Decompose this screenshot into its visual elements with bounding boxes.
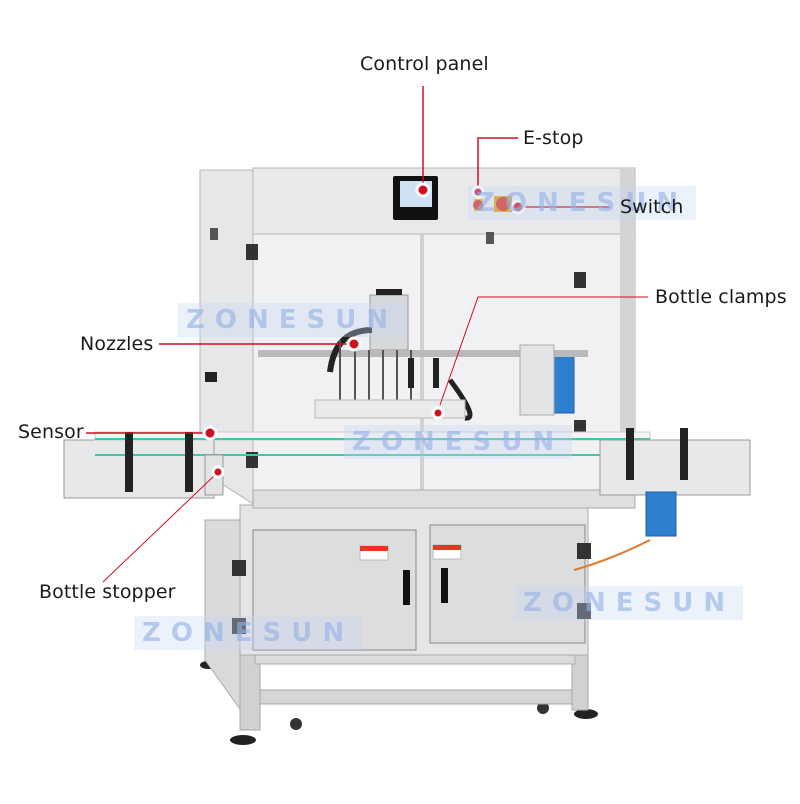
filling-head <box>204 289 588 496</box>
label-nozzles: Nozzles <box>80 333 154 355</box>
e-stop-marker <box>471 185 485 199</box>
sensor-marker <box>202 425 218 441</box>
bottle-stopper-marker <box>211 465 225 479</box>
conveyor <box>63 428 751 499</box>
lower-cabinet <box>232 504 591 656</box>
control-panel-marker <box>415 182 431 198</box>
watermark: ZONESUN <box>515 586 744 620</box>
label-control-panel: Control panel <box>360 53 489 75</box>
watermark: ZONESUN <box>178 303 407 337</box>
upper-enclosure <box>199 167 636 509</box>
watermark: ZONESUN <box>468 186 697 220</box>
label-e-stop: E-stop <box>523 127 584 149</box>
callout-dots <box>202 182 526 479</box>
label-bottle-clamps: Bottle clamps <box>655 286 787 308</box>
watermark: ZONESUN <box>344 425 573 459</box>
label-bottle-stopper: Bottle stopper <box>39 581 176 603</box>
label-sensor: Sensor <box>18 421 84 443</box>
nozzles-marker <box>346 336 362 352</box>
callout-lines <box>86 86 648 583</box>
bottle-clamps-marker <box>431 406 445 420</box>
switch-marker <box>510 199 526 215</box>
label-switch: Switch <box>620 196 684 218</box>
watermark: ZONESUN <box>134 616 363 650</box>
